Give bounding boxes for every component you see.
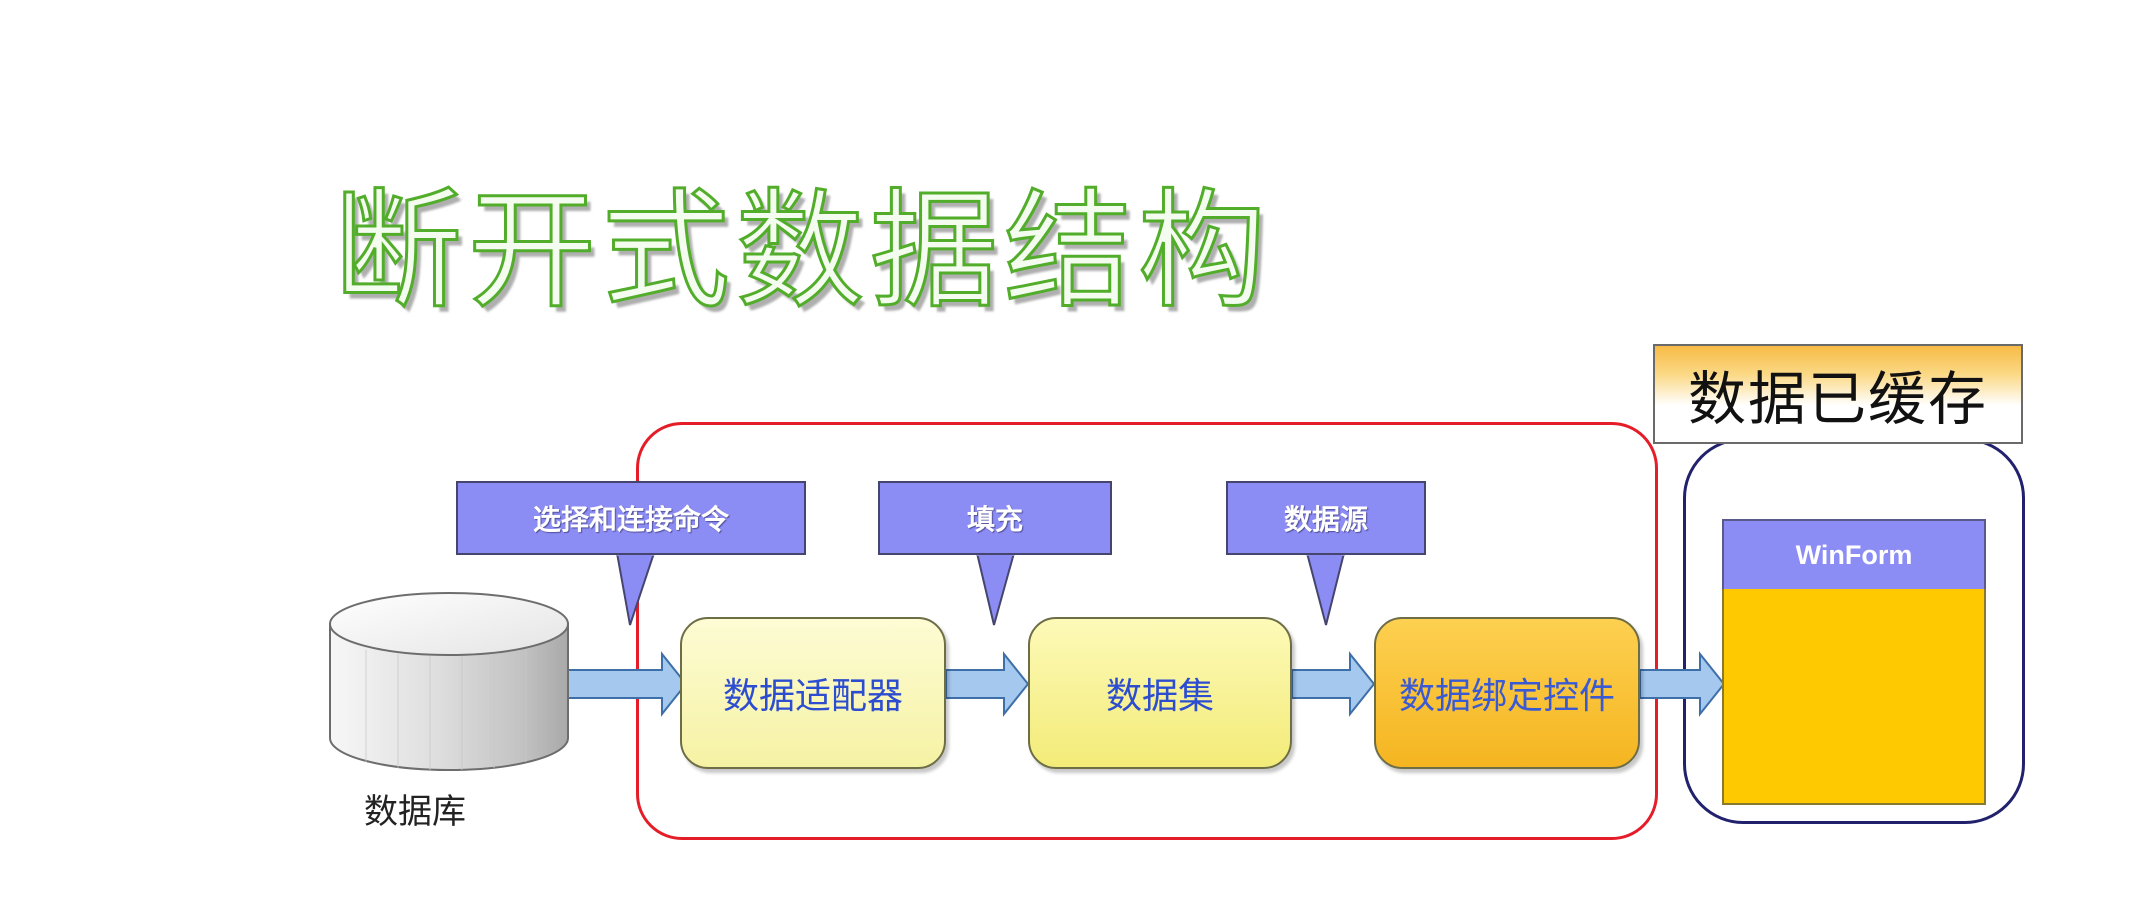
diagram-title: 断开式数据结构: [332, 176, 1273, 327]
callout-fill-label: 填充: [966, 503, 1023, 536]
database-label: 数据库: [364, 792, 466, 832]
node-dataset-label: 数据集: [1105, 676, 1214, 717]
processing-group-outline: [636, 422, 1658, 840]
node-bound-control: 数据绑定控件: [1374, 617, 1640, 769]
arrow-database-to-adapter: [565, 651, 688, 717]
arrow-dataset-to-control: [1291, 651, 1376, 717]
callout-pointer-fill: [976, 553, 1016, 626]
node-bound-control-label: 数据绑定控件: [1398, 676, 1615, 717]
node-data-adapter: 数据适配器: [680, 617, 946, 769]
arrow-control-to-winform: [1639, 651, 1726, 717]
callout-pointer-data-source: [1306, 553, 1346, 626]
arrow-adapter-to-dataset: [945, 651, 1030, 717]
database-cylinder-icon: [329, 592, 569, 771]
winform-header: WinForm: [1722, 519, 1986, 591]
winform-body: [1722, 589, 1986, 805]
node-data-adapter-label: 数据适配器: [722, 676, 903, 717]
cache-status-label: 数据已缓存: [1653, 344, 2023, 444]
callout-select-connect-label: 选择和连接命令: [532, 503, 729, 536]
callout-data-source: 数据源: [1226, 481, 1426, 555]
node-dataset: 数据集: [1028, 617, 1292, 769]
callout-pointer-select-connect: [616, 553, 656, 626]
callout-data-source-label: 数据源: [1283, 503, 1368, 536]
callout-fill: 填充: [878, 481, 1112, 555]
callout-select-connect: 选择和连接命令: [456, 481, 806, 555]
